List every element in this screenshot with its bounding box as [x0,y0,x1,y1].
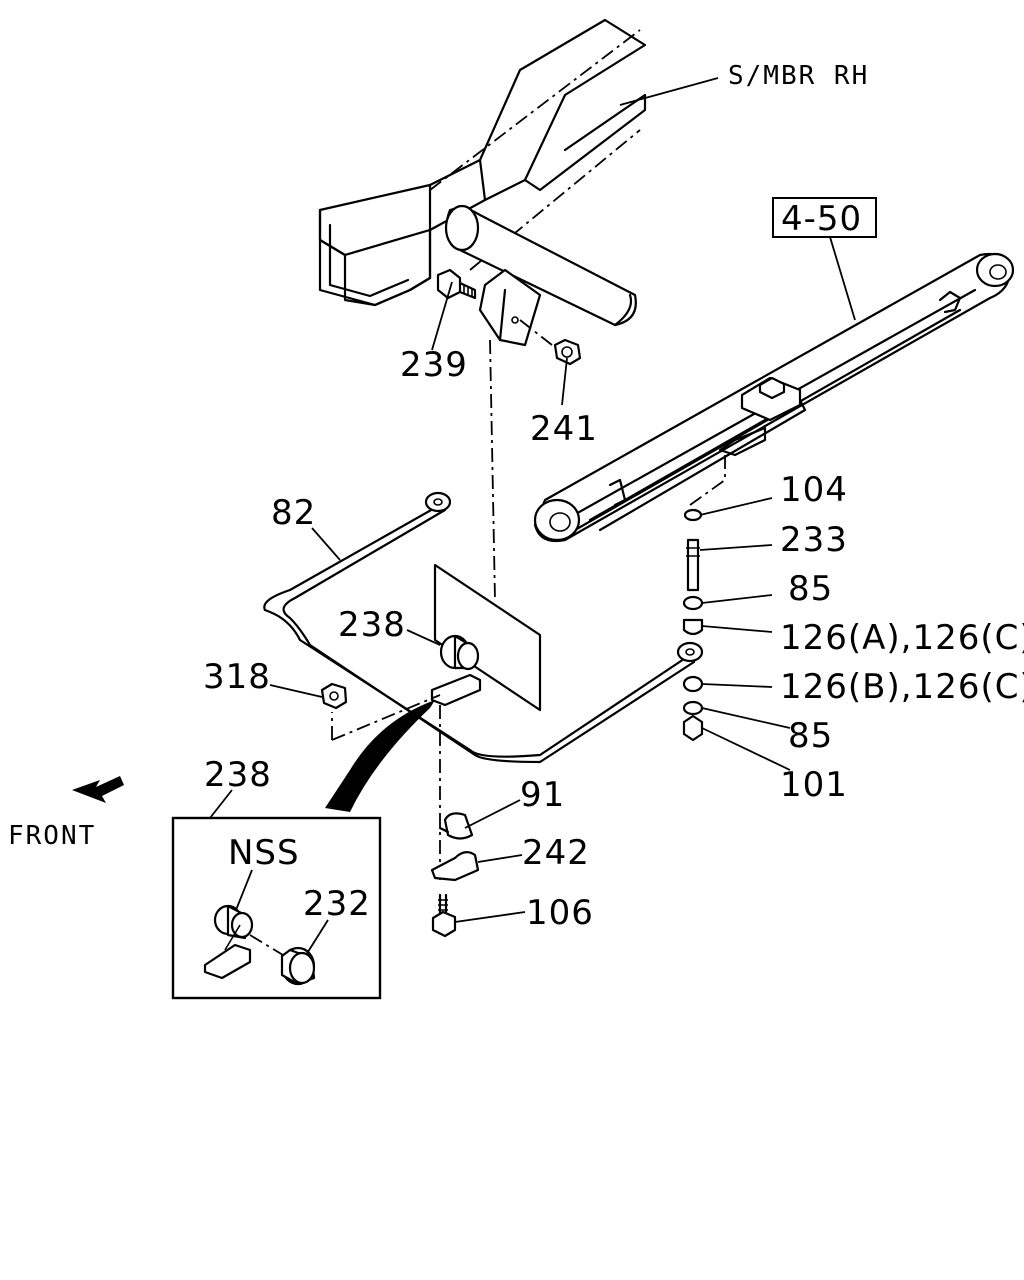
hanger-bracket [478,268,542,347]
front-label: FRONT [8,821,96,851]
part-label-91[interactable]: 91 [520,775,565,815]
part-label-85-lower[interactable]: 85 [788,716,833,756]
cross-tube [444,204,637,327]
leader-lines [209,77,856,956]
ref-box-frame [772,197,877,238]
part-label-126a-126c[interactable]: 126(A),126(C) [780,618,1024,658]
part-label-242[interactable]: 242 [522,833,590,873]
clamp-91 [438,812,474,840]
inset-part-label-232[interactable]: 232 [303,884,371,924]
part-label-241[interactable]: 241 [530,409,598,449]
part-label-104[interactable]: 104 [780,470,848,510]
part-label-238[interactable]: 238 [338,605,406,645]
stabilizer-bar [263,491,704,764]
bolt-106 [431,893,457,938]
link-hardware-stack [682,508,704,742]
inset-pointer [325,700,435,812]
part-label-126b-126c[interactable]: 126(B),126(C) [780,667,1024,707]
part-label-239[interactable]: 239 [400,345,468,385]
frame-label: S/MBR RH [728,61,869,91]
part-label-85-upper[interactable]: 85 [788,569,833,609]
front-arrow-icon [72,776,124,803]
side-member-frame [318,18,647,307]
nss-label: NSS [228,833,300,873]
ref-box-label[interactable]: 4-50 [781,199,862,239]
part-label-82[interactable]: 82 [271,493,316,533]
nut-241 [553,338,582,366]
inset-part-label-238[interactable]: 238 [204,755,272,795]
inset-box [171,816,382,1000]
bracket-242 [430,851,480,882]
part-label-318[interactable]: 318 [203,657,271,697]
part-label-106[interactable]: 106 [526,893,594,933]
part-label-101[interactable]: 101 [780,765,848,805]
part-label-233[interactable]: 233 [780,520,848,560]
leaf-spring [533,252,1015,543]
bushing-238 [430,634,482,707]
bolt-239 [436,268,477,300]
nut-318 [320,682,348,710]
